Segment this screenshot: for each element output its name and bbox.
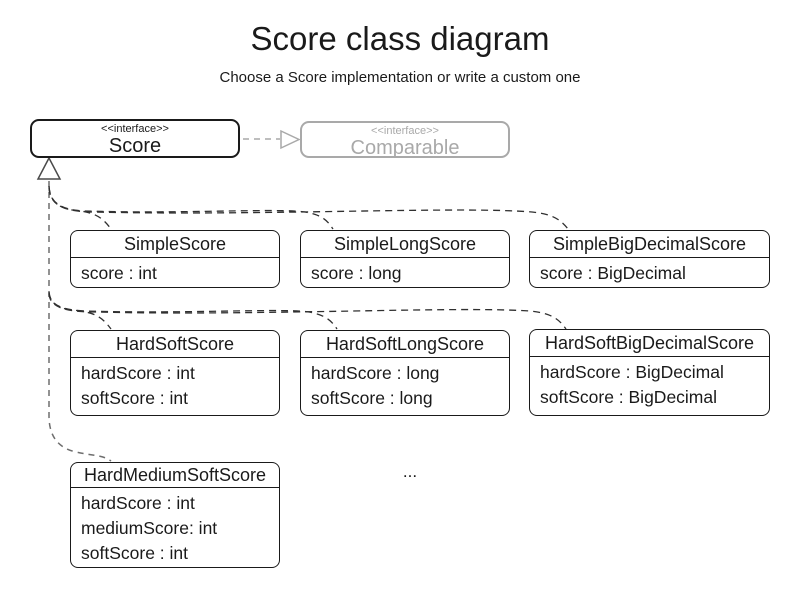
class-attribute: softScore : BigDecimal — [540, 387, 718, 407]
realization-edge-hardmediumsoftscore — [48, 181, 112, 462]
class-hardmediumsoftscore: HardMediumSoftScore hardScore : int medi… — [70, 462, 280, 568]
inheritance-arrowhead-icon — [36, 156, 62, 180]
realization-edge-simplebigdecimalscore — [48, 187, 569, 230]
class-simplelongscore: SimpleLongScore score : long — [300, 230, 510, 288]
class-attribute: score : int — [81, 263, 157, 283]
interface-score: <<interface>> Score — [30, 119, 240, 158]
more-classes-ellipsis: ... — [402, 462, 418, 481]
class-attribute: softScore : int — [81, 543, 188, 563]
realization-edge-simplelongscore — [48, 186, 334, 230]
class-name: SimpleLongScore — [301, 231, 509, 258]
class-name: HardSoftBigDecimalScore — [530, 330, 769, 357]
class-name: SimpleBigDecimalScore — [530, 231, 769, 258]
diagram-title: Score class diagram — [250, 20, 550, 57]
class-attribute: mediumScore: int — [81, 518, 218, 538]
class-attribute: score : BigDecimal — [540, 263, 686, 283]
class-name: HardSoftScore — [71, 331, 279, 358]
realization-edge-hardsoftbigdecimalscore — [48, 293, 567, 330]
interface-score-stereotype: <<interface>> — [101, 123, 169, 135]
class-name: HardMediumSoftScore — [71, 463, 279, 488]
class-attribute: softScore : long — [311, 388, 433, 408]
class-attribute: hardScore : BigDecimal — [540, 362, 724, 382]
realization-edge-simplescore — [48, 185, 112, 230]
class-hardsoftscore: HardSoftScore hardScore : int softScore … — [70, 330, 280, 416]
class-attribute: score : long — [311, 263, 402, 283]
class-attribute: hardScore : int — [81, 493, 195, 513]
class-attribute: hardScore : long — [311, 363, 440, 383]
interface-comparable-name: Comparable — [350, 137, 460, 159]
class-simplebigdecimalscore: SimpleBigDecimalScore score : BigDecimal — [529, 230, 770, 288]
class-name: SimpleScore — [71, 231, 279, 258]
interface-comparable: <<interface>> Comparable — [300, 121, 510, 158]
class-name: HardSoftLongScore — [301, 331, 509, 358]
realization-edge-hardsoftscore — [48, 291, 112, 330]
class-hardsoftlongscore: HardSoftLongScore hardScore : long softS… — [300, 330, 510, 416]
class-simplescore: SimpleScore score : int — [70, 230, 280, 288]
interface-score-name: Score — [108, 135, 162, 157]
realization-edge-hardsoftlongscore — [48, 292, 338, 330]
class-attribute: softScore : int — [81, 388, 188, 408]
diagram-subtitle: Choose a Score implementation or write a… — [219, 69, 581, 86]
class-attribute: hardScore : int — [81, 363, 195, 383]
interface-comparable-stereotype: <<interface>> — [371, 125, 439, 137]
realization-arrowhead-icon — [280, 129, 301, 150]
class-hardsoftbigdecimalscore: HardSoftBigDecimalScore hardScore : BigD… — [529, 329, 770, 416]
